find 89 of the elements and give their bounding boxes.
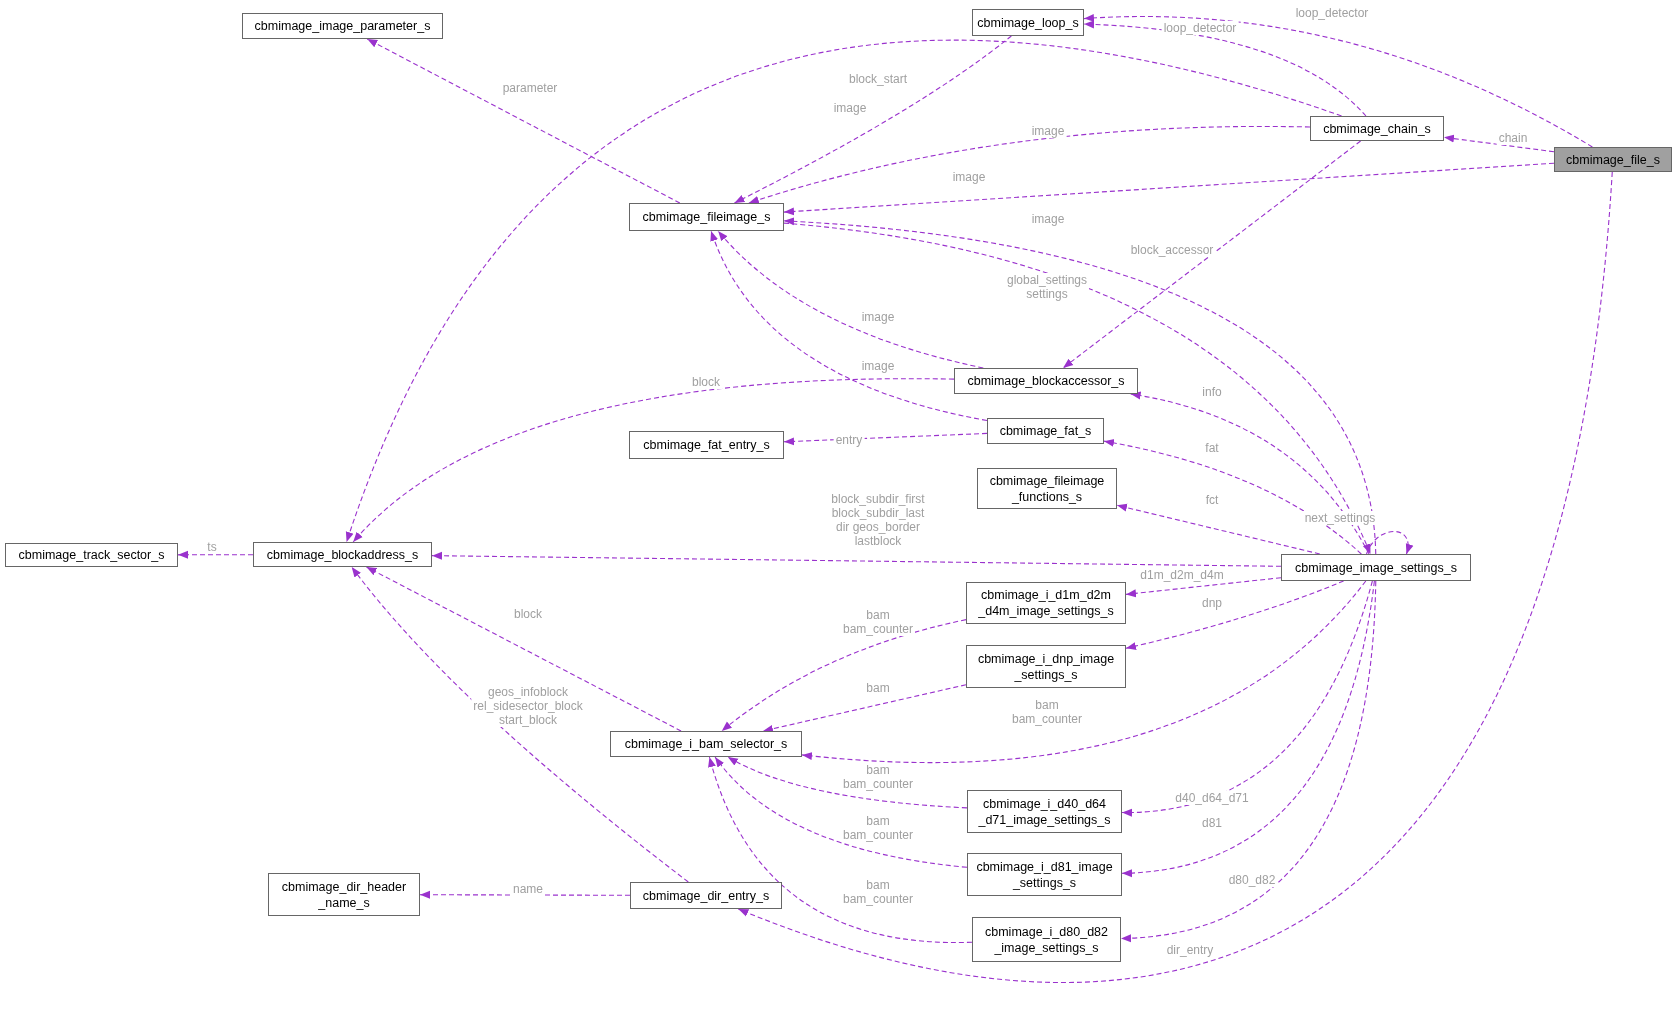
- dashed-arrow: [737, 171, 1613, 982]
- dashed-arrow: [762, 684, 967, 733]
- dashed-arrow: [1116, 503, 1321, 555]
- dashed-arrow: [1443, 134, 1555, 153]
- dashed-arrow: [419, 890, 631, 899]
- edge-label: image: [950, 170, 988, 184]
- struct-box: cbmimage_fat_entry_s: [629, 431, 784, 459]
- edge-label: block_start: [847, 72, 909, 86]
- dashed-arrow: [1103, 439, 1362, 555]
- dashed-arrow: [351, 566, 689, 883]
- edge-label: bam bam_counter: [841, 878, 915, 906]
- struct-box: cbmimage_blockaccessor_s: [954, 368, 1138, 394]
- dashed-arrow: [1121, 580, 1375, 877]
- edge-label: geos_infoblock rel_sidesector_block start_block: [471, 685, 585, 727]
- edge-label: dnp: [1200, 596, 1224, 610]
- dashed-arrow: [733, 35, 1012, 204]
- dashed-arrow: [727, 756, 968, 809]
- struct-box: cbmimage_i_bam_selector_s: [610, 731, 802, 757]
- dashed-arrow: [177, 550, 254, 559]
- edge-label: bam bam_counter: [1010, 698, 1084, 726]
- dashed-arrow: [801, 580, 1367, 764]
- edge-label: block_subdir_first block_subdir_last dir geos_border lastblock: [829, 492, 927, 548]
- struct-box: cbmimage_i_d81_image _settings_s: [967, 853, 1122, 896]
- edge-label: block_accessor: [1128, 243, 1216, 257]
- struct-box: cbmimage_loop_s: [972, 9, 1084, 36]
- dashed-arrow: [708, 756, 973, 943]
- struct-box: cbmimage_fileimage_s: [629, 203, 784, 231]
- dashed-arrow: [717, 230, 984, 369]
- dashed-arrow: [366, 38, 681, 204]
- dashed-arrow: [1083, 14, 1593, 148]
- edge-label: dir_entry: [1164, 943, 1216, 957]
- struct-box: cbmimage_image_settings_s: [1281, 554, 1471, 581]
- edge-label: ts: [205, 540, 219, 554]
- dashed-arrow: [721, 619, 967, 732]
- dashed-arrow: [783, 162, 1555, 216]
- edge-label: image: [1029, 124, 1067, 138]
- struct-box: cbmimage_track_sector_s: [5, 543, 178, 567]
- dashed-arrow: [748, 125, 1311, 204]
- edge-label: parameter: [500, 81, 560, 95]
- dashed-arrow: [1062, 140, 1362, 369]
- edge-label: image: [831, 101, 869, 115]
- edge-label: bam bam_counter: [841, 814, 915, 842]
- edge-label: fct: [1203, 493, 1221, 507]
- edge-label: image: [859, 359, 897, 373]
- dashed-arrow: [1121, 580, 1373, 817]
- struct-box: cbmimage_i_d80_d82 _image_settings_s: [972, 917, 1121, 962]
- edge-label: block: [512, 607, 544, 621]
- struct-box: cbmimage_chain_s: [1310, 116, 1444, 141]
- struct-box: cbmimage_blockaddress_s: [253, 542, 432, 567]
- dashed-arrow: [352, 378, 955, 543]
- edge-label: bam: [864, 681, 892, 695]
- struct-box: cbmimage_image_parameter_s: [242, 13, 443, 39]
- edge-label: d1m_d2m_d4m: [1138, 568, 1226, 582]
- edge-label: bam bam_counter: [841, 608, 915, 636]
- dashed-arrow: [365, 566, 682, 732]
- edge-label: entry: [833, 433, 865, 447]
- edge-label: image: [1029, 212, 1067, 226]
- edge-label: loop_detector: [1293, 6, 1371, 20]
- edge-label: info: [1200, 385, 1224, 399]
- dashed-arrow: [1130, 391, 1370, 555]
- struct-box: cbmimage_i_d1m_d2m _d4m_image_settings_s: [966, 582, 1126, 624]
- edge-label: loop_detector: [1161, 21, 1239, 35]
- edge-label: global_settings settings: [1004, 273, 1090, 301]
- dashed-arrow: [346, 40, 1343, 543]
- edge-label: chain: [1496, 131, 1530, 145]
- edge-label: d40_d64_d71: [1173, 791, 1251, 805]
- struct-box: cbmimage_fat_s: [987, 418, 1104, 444]
- edge-label: next_settings: [1302, 511, 1378, 525]
- edge-label: bam bam_counter: [841, 763, 915, 791]
- struct-box: cbmimage_dir_entry_s: [630, 882, 782, 909]
- struct-box: cbmimage_dir_header _name_s: [268, 873, 420, 916]
- edge-label: fat: [1203, 441, 1221, 455]
- edge-label: d81: [1200, 816, 1224, 830]
- edge-label: d80_d82: [1226, 873, 1278, 887]
- struct-box: cbmimage_fileimage _functions_s: [977, 468, 1117, 509]
- dashed-arrow: [1125, 580, 1345, 650]
- dashed-arrow: [431, 551, 1282, 567]
- struct-box: cbmimage_i_d40_d64 _d71_image_settings_s: [967, 790, 1122, 833]
- dashed-arrow: [1120, 580, 1377, 942]
- dashed-arrow: [1083, 20, 1367, 117]
- dashed-arrow: [714, 756, 968, 868]
- edge-label: block: [690, 375, 722, 389]
- dashed-arrow: [1125, 577, 1282, 598]
- dashed-arrow: [783, 432, 988, 446]
- dashed-arrow: [710, 230, 988, 422]
- dashed-arrow: [1365, 530, 1413, 555]
- edge-label: image: [859, 310, 897, 324]
- struct-box: cbmimage_file_s: [1554, 147, 1672, 172]
- struct-box: cbmimage_i_dnp_image _settings_s: [966, 645, 1126, 688]
